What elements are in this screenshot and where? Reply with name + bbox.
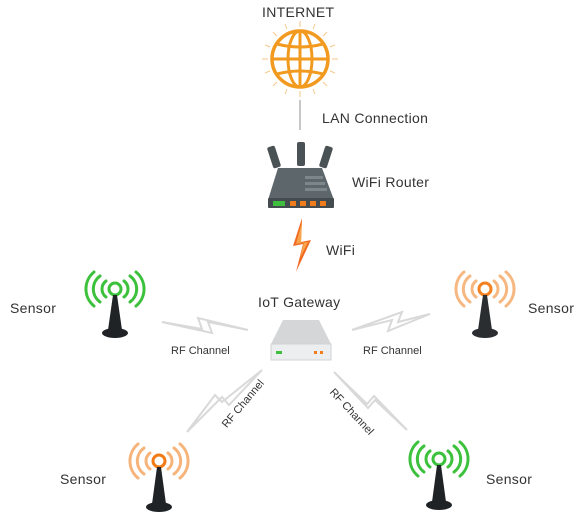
wifi-router-label: WiFi Router xyxy=(352,174,430,190)
rf-channel-left-label: RF Channel xyxy=(171,345,230,357)
gateway-icon xyxy=(270,320,332,361)
sensor-label-bottom-left: Sensor xyxy=(60,471,107,487)
lan-connection-label: LAN Connection xyxy=(322,110,429,126)
rf-left-zigzag xyxy=(161,316,249,335)
globe-icon xyxy=(262,21,338,97)
rf-bottom-right-zigzag xyxy=(333,371,408,431)
antenna-icon xyxy=(454,270,516,338)
sensor-label-top-left: Sensor xyxy=(10,300,57,316)
rf-right-zigzag xyxy=(351,310,431,333)
sensor-label-top-right: Sensor xyxy=(528,300,575,316)
router-icon xyxy=(267,142,334,208)
antenna-icon xyxy=(408,440,470,510)
wifi-label: WiFi xyxy=(326,242,356,258)
internet-label: INTERNET xyxy=(262,4,335,20)
antenna-icon xyxy=(84,270,146,338)
lightning-icon xyxy=(293,218,311,272)
sensor-label-bottom-right: Sensor xyxy=(486,471,533,487)
antenna-icon xyxy=(128,442,190,512)
rf-bottom-left-zigzag xyxy=(186,369,263,433)
iot-gateway-label: IoT Gateway xyxy=(258,294,341,310)
rf-channel-right-label: RF Channel xyxy=(363,345,422,357)
